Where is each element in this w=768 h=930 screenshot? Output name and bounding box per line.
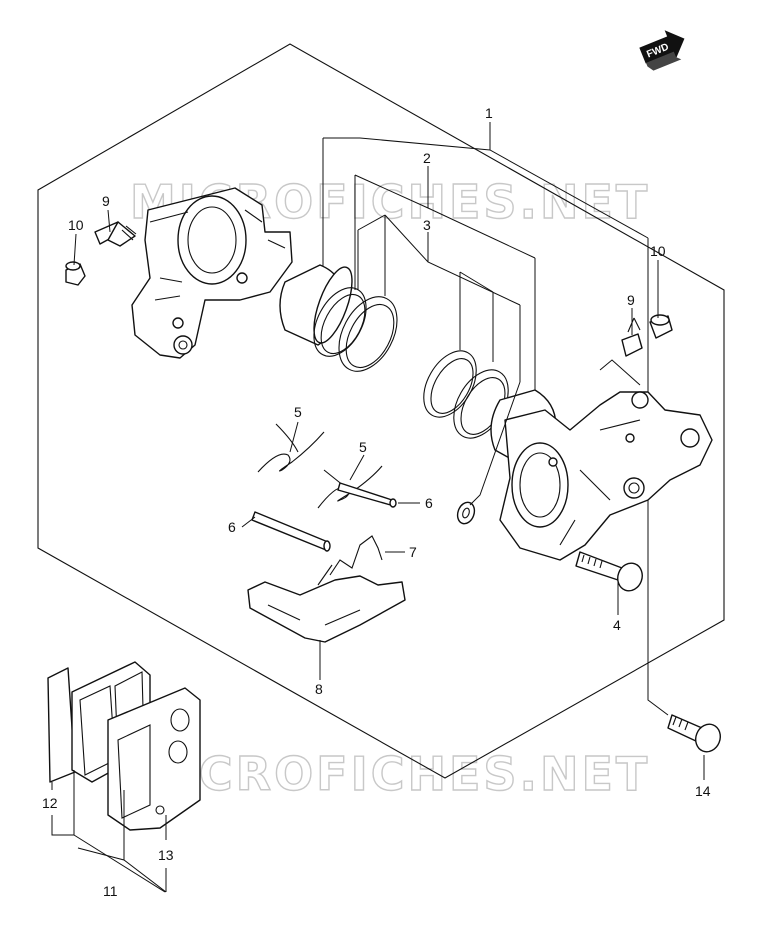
mounting-bolt-14 — [667, 714, 722, 753]
callout-3: 3 — [423, 217, 431, 233]
pad-pin-upper — [337, 482, 397, 508]
callout-11: 11 — [103, 883, 118, 899]
callout-6-right: 6 — [425, 495, 433, 511]
fwd-arrow-icon: FWD — [639, 30, 685, 71]
caliper-body-left — [131, 187, 293, 359]
watermark-bottom: MICROFICHES.NET — [130, 747, 650, 801]
pad-cover-plate — [247, 575, 406, 643]
bleeder-valve-right — [621, 317, 643, 357]
caliper-bolt-4 — [575, 551, 643, 592]
caliper-body-right — [499, 391, 713, 561]
callout-labels: 1 2 3 4 5 5 6 6 7 8 9 9 10 10 11 12 13 1… — [42, 105, 711, 899]
brake-pad-inner — [107, 687, 201, 831]
callout-13: 13 — [158, 847, 174, 863]
callout-12: 12 — [42, 795, 58, 811]
callout-4: 4 — [613, 617, 621, 633]
leader-lines — [51, 209, 705, 893]
assembly-boundary — [37, 43, 725, 779]
pad-pin-lower — [251, 511, 331, 552]
bleeder-valve-left — [94, 221, 137, 247]
callout-14: 14 — [695, 783, 711, 799]
callout-6-left: 6 — [228, 519, 236, 535]
callout-10-left: 10 — [68, 217, 84, 233]
callout-10-right: 10 — [650, 243, 666, 259]
callout-2: 2 — [423, 150, 431, 166]
brake-pad-shim-12 — [47, 667, 76, 783]
pad-clip — [317, 535, 383, 586]
callout-1: 1 — [485, 105, 493, 121]
callout-8: 8 — [315, 681, 323, 697]
callout-5-lower: 5 — [359, 439, 367, 455]
bleeder-cap-right — [649, 314, 673, 339]
bleeder-cap-left — [65, 261, 86, 286]
small-seal — [456, 501, 476, 525]
pad-spring-upper — [257, 423, 325, 473]
callout-9-left: 9 — [102, 193, 110, 209]
callout-9-right: 9 — [627, 292, 635, 308]
callout-7: 7 — [409, 544, 417, 560]
callout-5-upper: 5 — [294, 404, 302, 420]
